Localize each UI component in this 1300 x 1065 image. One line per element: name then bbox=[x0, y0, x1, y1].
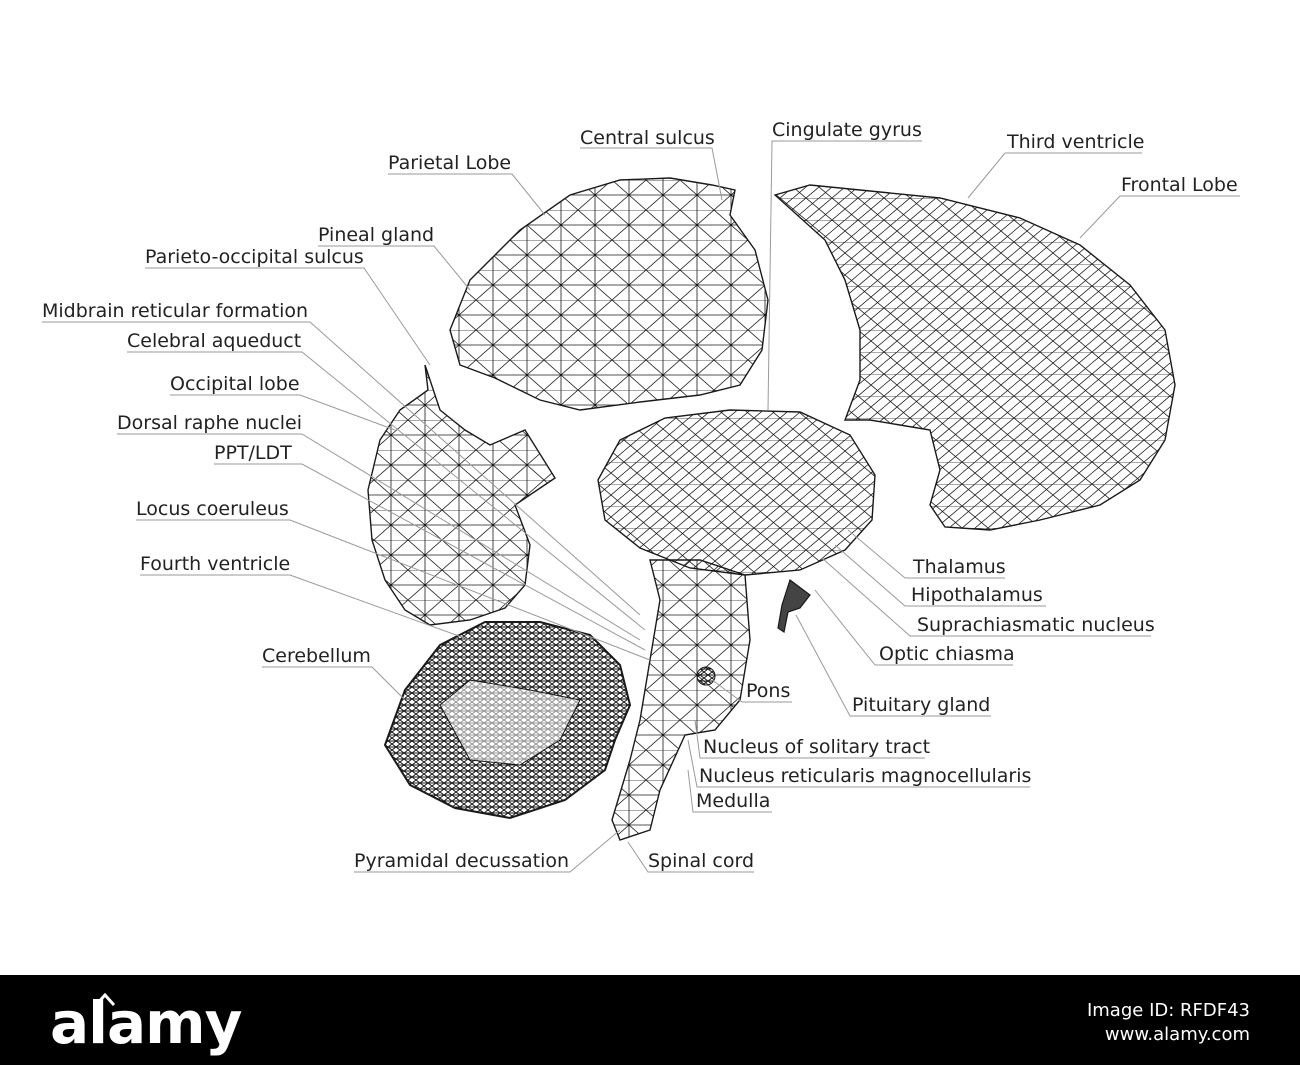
leader-pyramidal bbox=[354, 829, 621, 873]
label-parieto-occipital-sulcus: Parieto-occipital sulcus bbox=[145, 246, 364, 268]
image-meta: Image ID: RFDF43 www.alamy.com bbox=[1087, 999, 1250, 1047]
leader-locus-coeruleus bbox=[136, 519, 651, 661]
leader-cerebellum bbox=[262, 666, 406, 701]
label-central-sulcus: Central sulcus bbox=[580, 127, 715, 149]
leader-third-ventricle bbox=[967, 152, 1142, 199]
label-medulla: Medulla bbox=[696, 790, 771, 812]
leader-ppt-ldt bbox=[214, 463, 646, 651]
leader-parieto-occipital bbox=[145, 267, 431, 366]
leader-suprachiasmatic bbox=[821, 557, 1151, 637]
thalamus-mesh bbox=[597, 409, 876, 576]
leader-dorsal-raphe bbox=[117, 433, 641, 641]
leader-spinal-cord bbox=[627, 841, 754, 873]
site-url: www.alamy.com bbox=[1104, 1024, 1250, 1045]
leader-fourth-ventricle bbox=[140, 574, 471, 641]
label-parietal-lobe: Parietal Lobe bbox=[388, 152, 512, 174]
label-suprachiasmatic-nucleus: Suprachiasmatic nucleus bbox=[917, 614, 1155, 636]
brainstem-mesh bbox=[611, 559, 751, 841]
leader-solitary-tract bbox=[694, 719, 925, 759]
parietal-lobe-mesh bbox=[449, 177, 769, 411]
label-optic-chiasma: Optic chiasma bbox=[879, 643, 1015, 665]
brain-wireframe-diagram bbox=[42, 140, 1240, 873]
leader-pons bbox=[711, 679, 792, 703]
label-cerebral-aqueduct: Celebral aqueduct bbox=[127, 330, 302, 352]
leader-midbrain-reticular bbox=[42, 321, 641, 616]
leader-hipothalamus bbox=[834, 544, 1046, 607]
label-pineal-gland: Pineal gland bbox=[318, 224, 435, 246]
label-locus-coeruleus: Locus coeruleus bbox=[136, 498, 289, 520]
label-cingulate-gyrus: Cingulate gyrus bbox=[772, 119, 922, 141]
label-hipothalamus: Hipothalamus bbox=[911, 584, 1043, 606]
label-dorsal-raphe-nuclei: Dorsal raphe nuclei bbox=[117, 412, 302, 434]
label-cerebellum: Cerebellum bbox=[262, 645, 371, 667]
leader-central-sulcus bbox=[580, 147, 723, 201]
leader-frontal-lobe bbox=[1079, 195, 1240, 239]
leader-optic-chiasma bbox=[814, 589, 1013, 666]
logo-accent-mark bbox=[94, 993, 116, 1007]
pituitary-stalk bbox=[777, 579, 811, 633]
pons-marker bbox=[696, 666, 716, 686]
label-fourth-ventricle: Fourth ventricle bbox=[140, 553, 291, 575]
label-nucleus-solitary-tract: Nucleus of solitary tract bbox=[703, 736, 931, 758]
label-nucleus-reticularis: Nucleus reticularis magnocellularis bbox=[699, 765, 1032, 787]
frontal-lobe-mesh bbox=[773, 184, 1176, 531]
leader-thalamus bbox=[847, 529, 1005, 579]
alamy-logo: alamy bbox=[50, 989, 242, 1057]
leader-parietal-lobe bbox=[388, 173, 546, 216]
label-midbrain-reticular-formation: Midbrain reticular formation bbox=[42, 300, 309, 322]
image-id: Image ID: RFDF43 bbox=[1086, 1000, 1250, 1021]
leader-cingulate-gyrus bbox=[767, 140, 922, 411]
leader-lines bbox=[42, 140, 1240, 873]
label-pons: Pons bbox=[746, 680, 791, 702]
label-spinal-cord: Spinal cord bbox=[648, 850, 755, 872]
label-third-ventricle: Third ventricle bbox=[1007, 131, 1145, 153]
label-pyramidal-decussation: Pyramidal decussation bbox=[354, 850, 570, 872]
leader-occipital-lobe bbox=[170, 394, 396, 431]
label-occipital-lobe: Occipital lobe bbox=[170, 373, 300, 395]
label-frontal-lobe: Frontal Lobe bbox=[1121, 174, 1238, 196]
label-ppt-ldt: PPT/LDT bbox=[214, 442, 292, 464]
leader-reticularis bbox=[687, 739, 1030, 788]
cerebellum-mesh bbox=[383, 621, 632, 820]
leader-medulla bbox=[687, 769, 772, 813]
leader-pineal-gland bbox=[318, 245, 471, 291]
leader-pituitary bbox=[795, 614, 991, 717]
label-pituitary-gland: Pituitary gland bbox=[852, 694, 991, 716]
label-thalamus: Thalamus bbox=[913, 556, 1006, 578]
leader-cerebral-aqueduct bbox=[127, 351, 646, 631]
watermark-footer: alamy Image ID: RFDF43 www.alamy.com bbox=[0, 975, 1300, 1065]
